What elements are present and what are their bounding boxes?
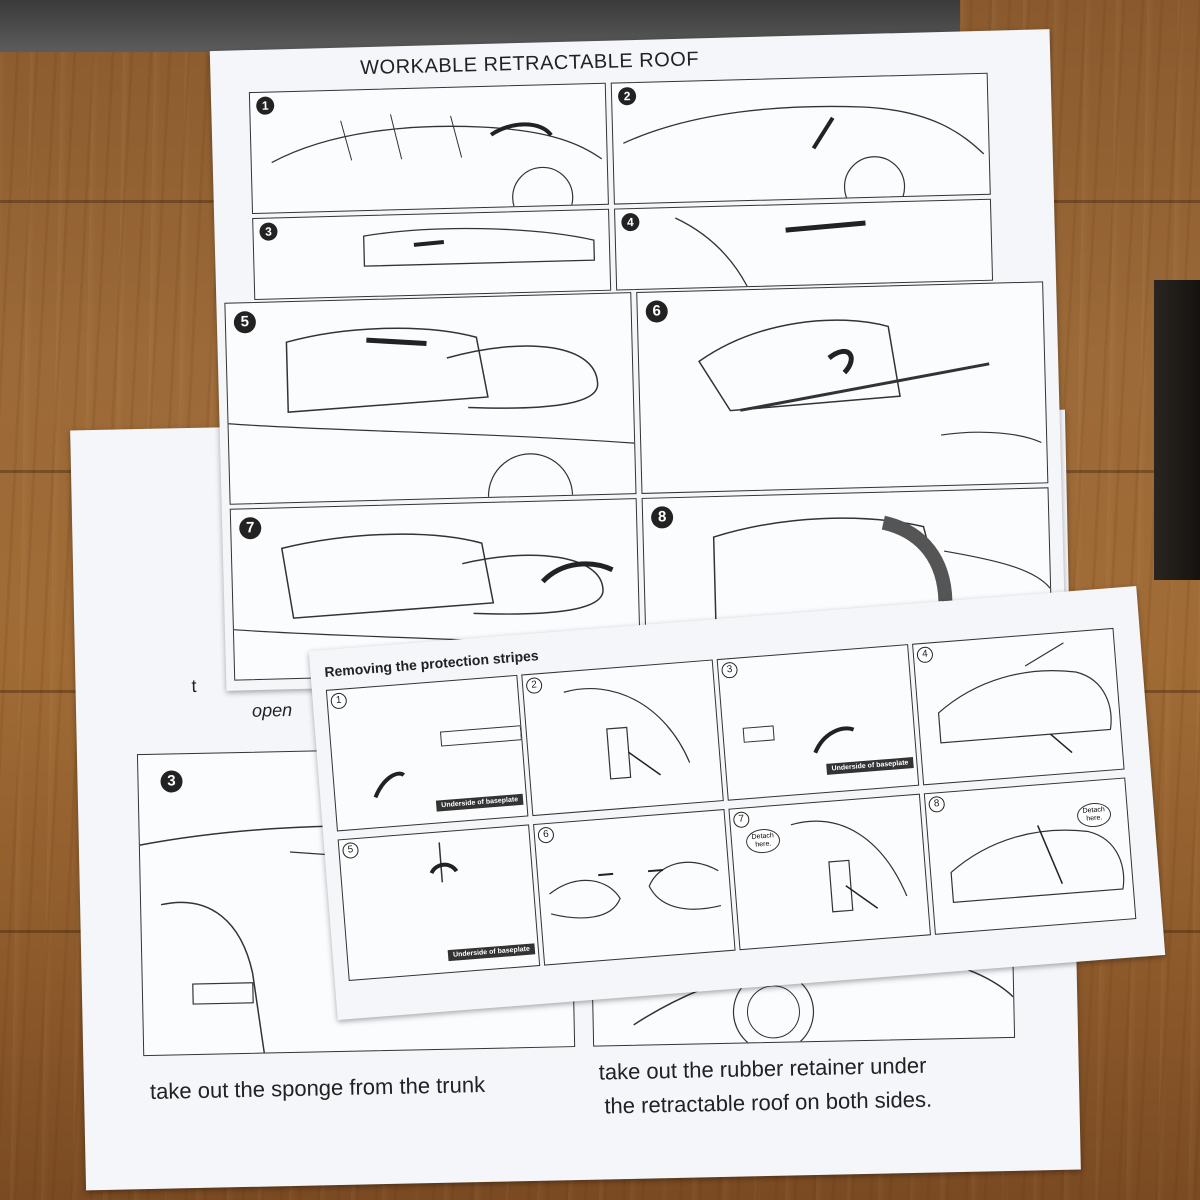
stripe-step-8-panel: 8 Detach here. — [923, 777, 1137, 935]
stripe-step-2-panel: 2 — [521, 659, 724, 817]
step-3-panel: 3 — [252, 208, 612, 301]
door-hinge-drawing — [563, 688, 691, 780]
car-roof-drawing — [228, 327, 635, 504]
step-5-panel: 5 — [224, 292, 637, 505]
protection-stripes-sheet: Removing the protection stripes 1 Unders… — [308, 586, 1166, 1020]
door-hinge-drawing — [790, 820, 908, 913]
screw-drawing — [429, 842, 459, 883]
car-roof-drawing — [362, 227, 596, 267]
baseplate-drawing — [742, 725, 855, 754]
baseplate-drawing — [373, 725, 522, 799]
caption-right-line-1: take out the rubber retainer under — [598, 1052, 927, 1085]
stripe-step-5-panel: 5 Underside of baseplate — [337, 824, 541, 982]
partial-text-t: t — [191, 675, 197, 697]
stripe-step-3-panel: 3 Underside of baseplate — [716, 644, 920, 801]
step-6-panel: 6 — [636, 281, 1049, 494]
step-8-panel: 8 — [641, 487, 1053, 670]
sheet-title: WORKABLE RETRACTABLE ROOF — [359, 48, 700, 80]
caption-left: take out the sponge from the trunk — [149, 1071, 486, 1104]
dark-object — [1154, 280, 1200, 580]
car-roof-drawing — [623, 105, 985, 204]
car-door-drawing — [675, 217, 866, 287]
car-roof-drawing — [271, 114, 603, 214]
step-2-panel: 2 — [610, 72, 991, 205]
stripe-step-7-panel: 7 Detach here. — [728, 793, 931, 951]
hands-peeling-drawing — [549, 861, 722, 919]
step-1-panel: 1 — [248, 82, 609, 215]
main-instruction-sheet: WORKABLE RETRACTABLE ROOF 1 2 3 4 — [209, 29, 1067, 691]
stripe-step-4-panel: 4 — [912, 627, 1125, 786]
stripe-step-1-panel: 1 Underside of baseplate — [325, 674, 529, 832]
stripe-step-6-panel: 6 — [533, 809, 736, 966]
car-roof-drawing — [698, 319, 1042, 444]
car-trunk-drawing — [937, 642, 1112, 754]
car-trunk-drawing — [950, 825, 1125, 903]
step-4-panel: 4 — [614, 198, 994, 291]
partial-text-open: open — [251, 699, 293, 721]
car-hardtop-drawing — [712, 515, 1051, 628]
caption-right-line-2: the retractable roof on both sides. — [604, 1086, 933, 1119]
